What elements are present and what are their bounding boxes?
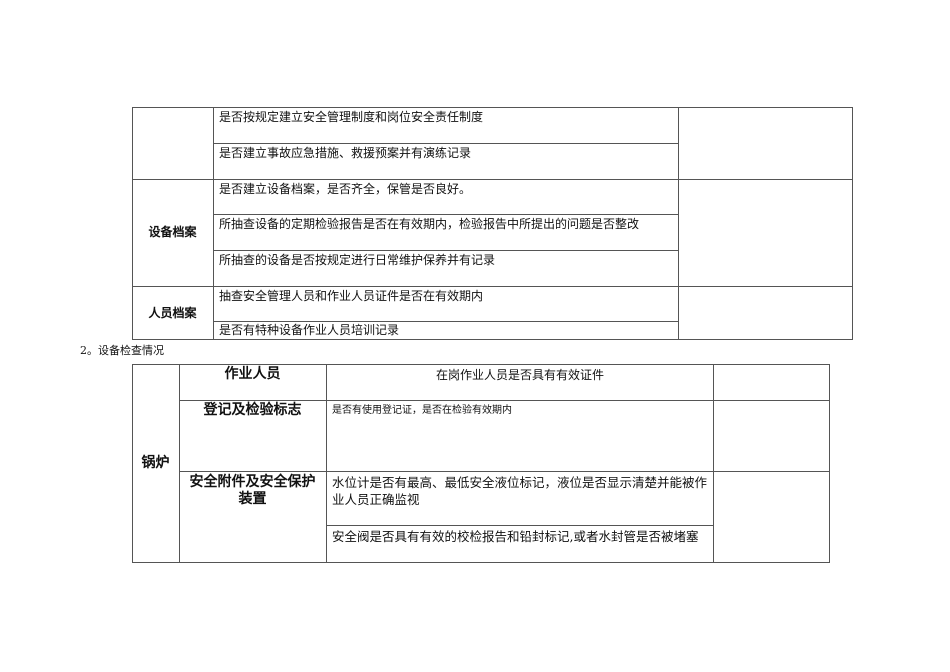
category-label-equipment-records: 设备档案 bbox=[148, 225, 197, 239]
check-item: 是否建立设备档案，是否齐全，保管是否良好。 bbox=[219, 182, 472, 196]
item-label-operators: 作业人员 bbox=[224, 366, 281, 382]
equipment-label-boiler: 锅炉 bbox=[141, 455, 170, 471]
result-cell[interactable] bbox=[714, 472, 829, 562]
item-label-registration: 登记及检验标志 bbox=[203, 402, 302, 418]
check-item: 是否有使用登记证，是否在检验有效期内 bbox=[332, 405, 512, 416]
result-cell[interactable] bbox=[714, 401, 829, 471]
result-cell[interactable] bbox=[679, 108, 852, 179]
result-cell[interactable] bbox=[679, 180, 852, 286]
category-label-personnel-records: 人员档案 bbox=[148, 306, 197, 320]
check-item: 是否按规定建立安全管理制度和岗位安全责任制度 bbox=[219, 110, 484, 124]
check-item: 在岗作业人员是否具有有效证件 bbox=[435, 368, 604, 382]
check-item: 所抽查设备的定期检验报告是否在有效期内，检验报告中所提出的问题是否整改 bbox=[219, 217, 640, 231]
check-item: 是否有特种设备作业人员培训记录 bbox=[219, 323, 400, 337]
check-item: 抽查安全管理人员和作业人员证件是否在有效期内 bbox=[219, 289, 484, 303]
section-caption: 2。设备检查情况 bbox=[80, 344, 164, 357]
item-label-safety-accessories: 安全附件及安全保护装置 bbox=[189, 474, 316, 507]
check-item: 安全阀是否具有有效的校检报告和铅封标记,或者水封管是否被堵塞 bbox=[332, 529, 699, 544]
result-cell[interactable] bbox=[679, 287, 852, 339]
result-cell[interactable] bbox=[714, 365, 829, 400]
check-item: 所抽查的设备是否按规定进行日常维护保养并有记录 bbox=[219, 253, 496, 267]
check-item: 是否建立事故应急措施、救援预案并有演练记录 bbox=[219, 146, 472, 160]
check-item: 水位计是否有最高、最低安全液位标记，液位是否显示清楚并能被作业人员正确监视 bbox=[332, 475, 708, 507]
